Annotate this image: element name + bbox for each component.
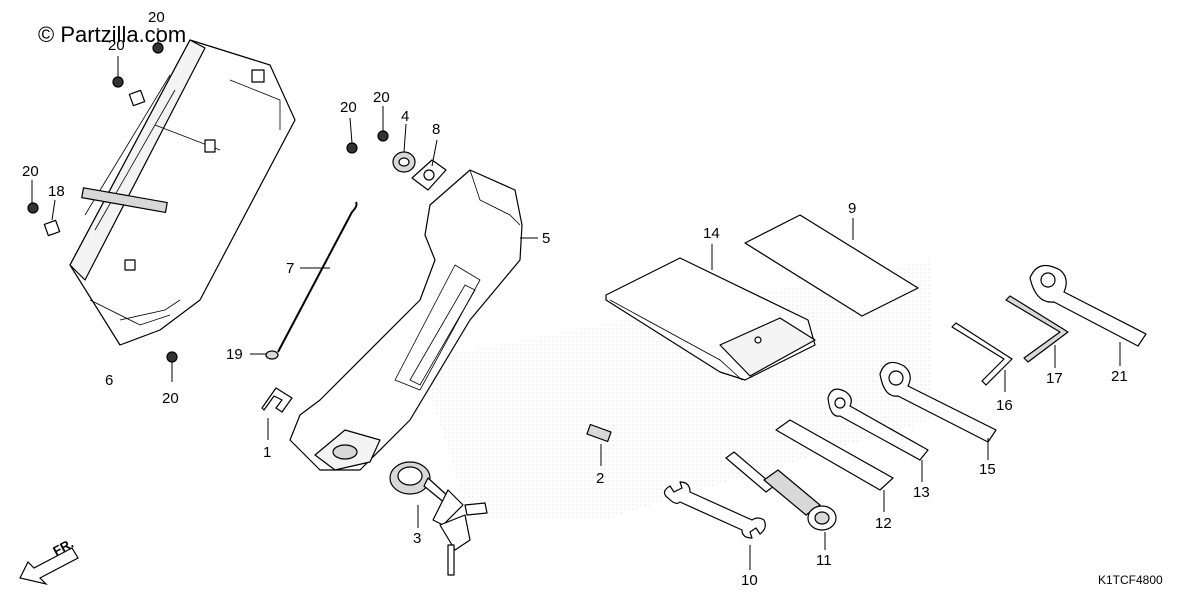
callout-18: 18 (48, 183, 65, 200)
part-11-socket-wrench[interactable] (725, 451, 837, 531)
callout-20-cover-b: 20 (373, 89, 390, 106)
front-indicator: FR. (19, 536, 79, 586)
part-14-tool-pouch[interactable] (605, 257, 816, 381)
callout-17: 17 (1046, 370, 1063, 387)
callout-14: 14 (703, 225, 720, 242)
callout-5: 5 (542, 230, 550, 247)
screw-20-e[interactable] (346, 142, 358, 154)
part-9-sheet[interactable] (744, 214, 919, 317)
callout-8: 8 (432, 121, 440, 138)
part-3-lock-assembly[interactable] (389, 461, 488, 576)
callout-12: 12 (875, 515, 892, 532)
callout-20-cover-a: 20 (340, 99, 357, 116)
part-21-ring-wrench[interactable] (1029, 264, 1147, 347)
callout-19: 19 (226, 346, 243, 363)
screw-20-a[interactable] (152, 42, 164, 54)
callout-16: 16 (996, 397, 1013, 414)
callout-11: 11 (816, 552, 832, 569)
part-15-ring-spanner[interactable] (879, 361, 997, 443)
callout-13: 13 (913, 484, 930, 501)
part-5-cover[interactable] (289, 169, 523, 471)
callout-10: 10 (741, 572, 758, 589)
part-10-wrench[interactable] (663, 481, 766, 539)
part-7-rod[interactable] (277, 201, 358, 353)
callout-3: 3 (413, 530, 421, 547)
callout-21: 21 (1111, 368, 1128, 385)
part-19-clip[interactable] (265, 350, 279, 360)
leader-lines (31, 28, 1121, 570)
front-arrow-icon (19, 547, 79, 586)
screw-20-f[interactable] (377, 130, 389, 142)
callout-20-bottom: 20 (162, 390, 179, 407)
callout-20-left: 20 (22, 163, 39, 180)
callout-9: 9 (848, 200, 856, 217)
part-6-housing[interactable] (69, 39, 296, 346)
callout-2: 2 (596, 470, 604, 487)
watermark: © Partzilla.com (38, 22, 186, 47)
screw-20-d[interactable] (166, 351, 178, 363)
callout-15: 15 (979, 461, 996, 478)
callout-numbers: 20 20 20 18 6 20 20 20 4 8 5 7 19 1 3 2 … (22, 9, 1128, 589)
diagram-code: K1TCF4800 (1098, 573, 1163, 587)
part-17-hex-key[interactable] (1005, 295, 1069, 363)
callout-7: 7 (286, 260, 294, 277)
part-16-hex-key[interactable] (951, 322, 1013, 386)
callout-20-upper-left: 20 (108, 37, 125, 54)
callout-6: 6 (105, 372, 113, 389)
screw-20-b[interactable] (112, 76, 124, 88)
clip-nut-18[interactable] (43, 219, 61, 237)
part-8-plate[interactable] (411, 159, 447, 191)
callout-4: 4 (401, 108, 409, 125)
part-2-connector[interactable] (586, 423, 612, 443)
screw-20-c[interactable] (27, 202, 39, 214)
part-4-grommet[interactable] (392, 151, 416, 173)
part-1-bracket[interactable] (261, 387, 293, 413)
part-13-ring-spanner[interactable] (827, 388, 929, 461)
callout-20-top: 20 (148, 9, 165, 26)
part-12-strap[interactable] (775, 419, 894, 491)
callout-1: 1 (263, 444, 271, 461)
clip-nut-a[interactable] (128, 89, 146, 107)
